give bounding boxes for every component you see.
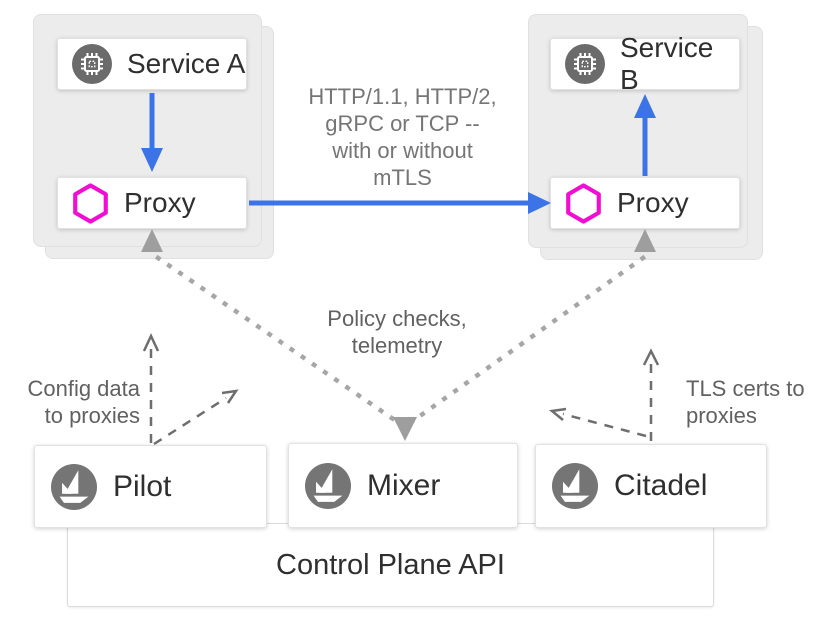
hexagon-icon [566, 182, 601, 224]
citadel-tls-arrow-diagonal [549, 407, 647, 438]
service-a-label: Service A [127, 48, 246, 79]
pilot-label: Pilot [113, 469, 172, 503]
proxy-a-box: Proxy [57, 177, 247, 229]
istio-sail-icon [305, 462, 351, 509]
service-b-label: Service B [620, 32, 714, 95]
mixer-label: Mixer [367, 468, 441, 502]
istio-sail-icon [51, 463, 97, 510]
control-plane-api-label: Control Plane API [276, 548, 505, 581]
arrow-proxy-to-proxy [249, 192, 551, 214]
control-plane-api-box: Control Plane API [67, 523, 714, 607]
config-data-label: Config data to proxies [27, 376, 140, 428]
chip-icon [72, 44, 112, 84]
citadel-tls-arrow-vertical [642, 348, 660, 441]
service-b-box: Service B [550, 32, 740, 95]
policy-checks-label: Policy checks, telemetry [327, 306, 467, 358]
mixer-arrowhead [393, 417, 417, 441]
proxy-b-box: Proxy [550, 177, 740, 229]
service-a-box: Service A [57, 38, 247, 90]
proxy-a-label: Proxy [124, 187, 196, 218]
citadel-box: Citadel [535, 444, 767, 528]
proxy-b-label: Proxy [617, 187, 689, 218]
traffic-protocols-label: HTTP/1.1, HTTP/2, gRPC or TCP -- with or… [308, 84, 497, 190]
pilot-config-arrow-diagonal [153, 389, 239, 446]
istio-sail-icon [552, 463, 598, 509]
citadel-label: Citadel [614, 469, 708, 502]
tls-certs-label: TLS certs to proxies [686, 376, 805, 428]
chip-icon [565, 44, 605, 84]
pilot-box: Pilot [34, 445, 267, 528]
pilot-config-arrow-vertical [142, 333, 160, 443]
mixer-box: Mixer [288, 443, 518, 528]
hexagon-icon [73, 182, 108, 224]
